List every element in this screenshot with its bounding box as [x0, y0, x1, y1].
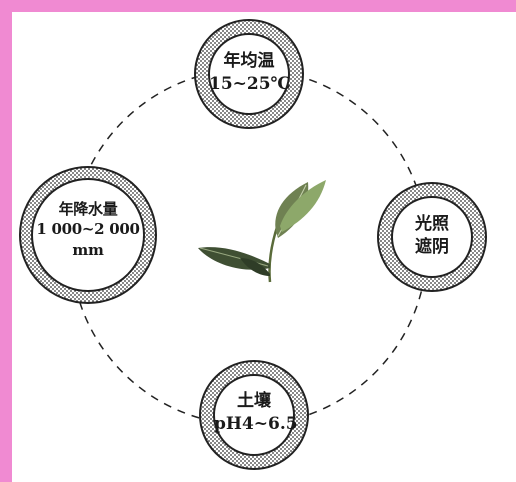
- tea-leaves-icon: [198, 180, 326, 283]
- node-rainfall-title: 年降水量: [58, 200, 118, 218]
- node-rainfall-value: 1 000~2 000: [36, 220, 140, 239]
- node-light: 光照 遮阴: [392, 213, 472, 259]
- node-ring-light: [377, 182, 487, 292]
- node-soil-title: 土壤: [237, 391, 271, 411]
- node-temperature-title: 年均温: [223, 51, 275, 71]
- diagram-panel: 年均温 15~25℃ 光照 遮阴 土壤 pH4~6.5 年降水量 1 000~2…: [12, 12, 516, 482]
- node-rainfall: 年降水量 1 000~2 000 mm: [28, 199, 148, 260]
- node-light-title: 光照: [415, 214, 449, 234]
- node-rainfall-unit: mm: [72, 240, 104, 259]
- node-temperature-value: 15~25℃: [209, 73, 291, 94]
- diagram-canvas: [19, 19, 487, 470]
- node-light-detail: 遮阴: [415, 236, 449, 257]
- node-temperature: 年均温 15~25℃: [209, 50, 291, 96]
- node-soil: 土壤 pH4~6.5: [214, 390, 298, 436]
- node-ring-rainfall: [19, 166, 157, 304]
- node-ring-temperature: [194, 19, 304, 129]
- node-soil-value: pH4~6.5: [214, 413, 298, 434]
- node-ring-soil: [199, 360, 309, 470]
